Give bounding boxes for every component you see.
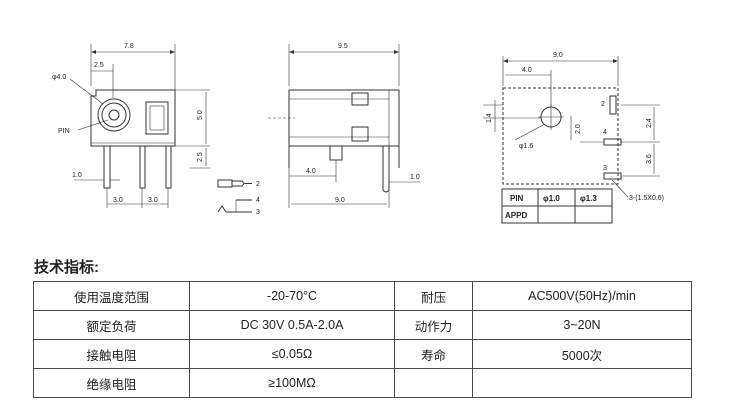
table-row: 使用温度范围 -20-70°C 耐压 AC500V(50Hz)/min bbox=[33, 281, 692, 311]
table-row: 额定负荷 DC 30V 0.5A-2.0A 动作力 3~20N bbox=[33, 310, 692, 340]
dim-side-pin-width: 1.0 bbox=[410, 174, 420, 181]
dim-side-base-width: 9.0 bbox=[335, 197, 345, 204]
spec-value: 3~20N bbox=[472, 310, 692, 340]
dim-pin-width: 1.0 bbox=[72, 172, 82, 179]
spec-table: 使用温度范围 -20-70°C 耐压 AC500V(50Hz)/min 额定负荷… bbox=[33, 281, 692, 398]
schematic-symbol bbox=[217, 179, 252, 213]
spec-value: ≤0.05Ω bbox=[189, 339, 395, 369]
label-pin: PIN bbox=[58, 128, 70, 135]
dim-pcb-width: 9.0 bbox=[553, 52, 563, 59]
pcb-layout bbox=[483, 56, 660, 198]
pcb-slot-note: 3-(1.5X0.6) bbox=[629, 195, 664, 202]
dim-pcb-right-lower: 3.6 bbox=[646, 154, 653, 164]
spec-label: 绝缘电阻 bbox=[33, 368, 190, 398]
dim-width-front: 7.8 bbox=[124, 43, 134, 50]
section-heading: 技术指标: bbox=[34, 259, 99, 276]
dim-offset-top: 2.5 bbox=[94, 62, 104, 69]
spec-value: DC 30V 0.5A-2.0A bbox=[189, 310, 395, 340]
table-row: 接触电阻 ≤0.05Ω 寿命 5000次 bbox=[33, 339, 692, 369]
spec-label: 耐压 bbox=[394, 281, 473, 311]
spec-value: ≥100MΩ bbox=[189, 368, 395, 398]
pin-table-col-1: φ1.0 bbox=[543, 194, 560, 203]
dim-pin-spacing-b: 3.0 bbox=[148, 197, 158, 204]
spec-value bbox=[472, 368, 692, 398]
spec-value: -20-70°C bbox=[189, 281, 395, 311]
pin-table-header: PIN bbox=[510, 194, 524, 203]
dim-height-lower: 2.5 bbox=[197, 152, 204, 162]
dim-pcb-right-upper: 2.4 bbox=[646, 118, 653, 128]
technical-drawing: 7.8 2.5 φ4.0 PIN 5.0 2.5 1.0 3.0 3.0 9.5… bbox=[52, 43, 664, 224]
dim-side-width: 9.5 bbox=[338, 43, 348, 50]
dim-pcb-hole-dia: φ1.6 bbox=[519, 143, 533, 150]
pcb-pad-3: 3 bbox=[603, 165, 607, 172]
spec-label: 额定负荷 bbox=[33, 310, 190, 340]
spec-label bbox=[394, 368, 473, 398]
schematic-pin-2: 2 bbox=[256, 181, 260, 188]
pcb-pad-2: 2 bbox=[601, 101, 605, 108]
spec-label: 使用温度范围 bbox=[33, 281, 190, 311]
spec-value: AC500V(50Hz)/min bbox=[472, 281, 692, 311]
schematic-pin-4: 4 bbox=[256, 197, 260, 204]
pcb-pad-4: 4 bbox=[603, 129, 607, 136]
dim-hole-dia: φ4.0 bbox=[52, 74, 66, 81]
spec-label: 动作力 bbox=[394, 310, 473, 340]
table-row: 绝缘电阻 ≥100MΩ bbox=[33, 368, 692, 398]
dim-pcb-left: 1.4 bbox=[486, 113, 493, 123]
pin-table bbox=[501, 188, 613, 224]
dim-height-upper: 5.0 bbox=[197, 110, 204, 120]
pin-table-row-label: APPD bbox=[505, 211, 527, 220]
spec-label: 寿命 bbox=[394, 339, 473, 369]
spec-label: 接触电阻 bbox=[33, 339, 190, 369]
schematic-pin-3: 3 bbox=[256, 209, 260, 216]
pin-table-col-2: φ1.3 bbox=[580, 194, 597, 203]
dim-side-pin-offset: 4.0 bbox=[306, 168, 316, 175]
dim-pcb-hole-offset: 4.0 bbox=[522, 67, 532, 74]
dim-pcb-pad: 2.0 bbox=[575, 124, 582, 134]
dim-pin-spacing-a: 3.0 bbox=[113, 197, 123, 204]
spec-value: 5000次 bbox=[472, 339, 692, 369]
front-view bbox=[69, 44, 210, 208]
side-view bbox=[268, 44, 420, 208]
